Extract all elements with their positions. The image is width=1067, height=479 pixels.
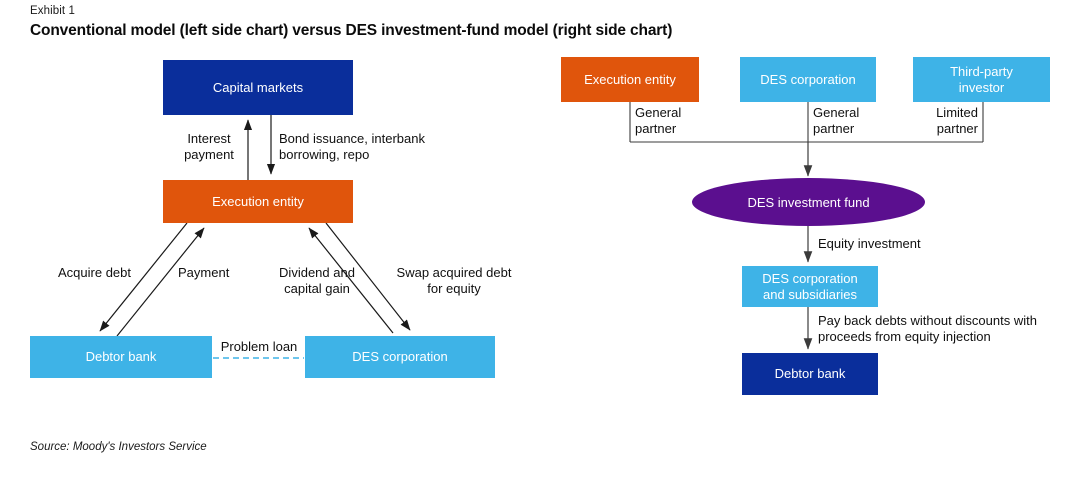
node-des-corporation-right[interactable]: DES corporation bbox=[740, 57, 876, 102]
page-title: Conventional model (left side chart) ver… bbox=[30, 22, 673, 39]
node-des-corporation[interactable]: DES corporation bbox=[305, 336, 495, 378]
node-des-corporation-and-subsidiaries[interactable]: DES corporation and subsidiaries bbox=[742, 266, 878, 307]
source-note: Source: Moody's Investors Service bbox=[30, 441, 207, 453]
edge-label-pay-back-debts: Pay back debts without discounts with pr… bbox=[818, 313, 1037, 344]
exhibit-label: Exhibit 1 bbox=[30, 5, 76, 17]
edge-label-acquire-debt: Acquire debt bbox=[58, 265, 131, 280]
node-debtor-bank-right[interactable]: Debtor bank bbox=[742, 353, 878, 395]
edge-label-problem-loan: Problem loan bbox=[213, 339, 305, 355]
node-debtor-bank[interactable]: Debtor bank bbox=[30, 336, 212, 378]
edge-label-swap-acquired-debt: Swap acquired debt for equity bbox=[396, 265, 512, 296]
edge-label-general-partner-2: General partner bbox=[813, 105, 860, 136]
node-execution-entity-right[interactable]: Execution entity bbox=[561, 57, 699, 102]
node-des-investment-fund[interactable]: DES investment fund bbox=[692, 178, 925, 226]
edge-label-bond-issuance: Bond issuance, interbank borrowing, repo bbox=[279, 131, 425, 162]
edge-label-dividend-capital-gain: Dividend and capital gain bbox=[279, 265, 355, 296]
edge-label-interest-payment: Interest payment bbox=[184, 131, 234, 162]
edge-label-general-partner-1: General partner bbox=[635, 105, 682, 136]
node-capital-markets[interactable]: Capital markets bbox=[163, 60, 353, 115]
edge-label-equity-investment: Equity investment bbox=[818, 236, 921, 251]
node-third-party-investor[interactable]: Third-party investor bbox=[913, 57, 1050, 102]
edge-label-payment: Payment bbox=[178, 265, 230, 280]
node-execution-entity[interactable]: Execution entity bbox=[163, 180, 353, 223]
edge-label-limited-partner: Limited partner bbox=[936, 105, 978, 136]
edge-payment bbox=[116, 227, 205, 337]
